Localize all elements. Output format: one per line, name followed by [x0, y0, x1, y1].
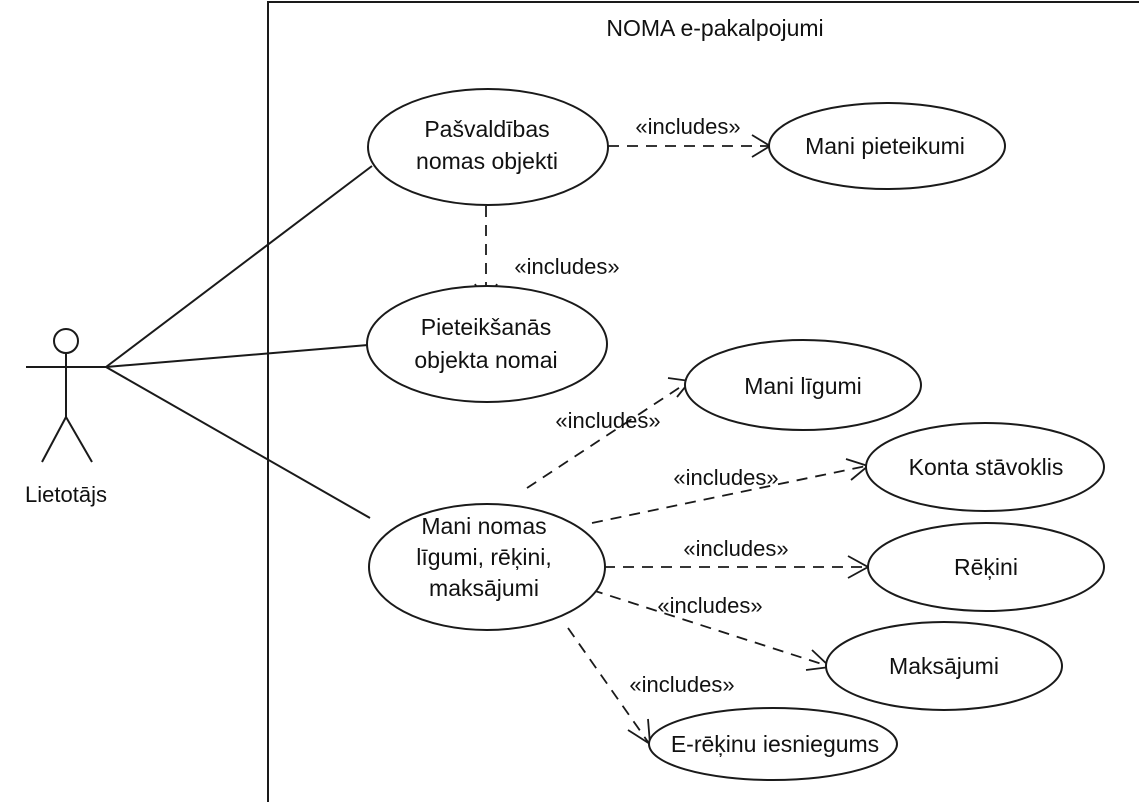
- actor-right-leg: [65, 416, 93, 463]
- include-label-maksajumi: «includes»: [657, 593, 762, 618]
- use-case-mani-nomas-line-1: Mani nomas: [421, 513, 546, 539]
- association-mani-nomas: [105, 366, 371, 519]
- actor-left-leg: [41, 416, 67, 463]
- use-case-mani-pieteikumi[interactable]: Mani pieteikumi: [768, 102, 1006, 190]
- use-case-pasvaldibas[interactable]: Pašvaldības nomas objekti: [367, 88, 609, 206]
- include-label-konta-stavoklis: «includes»: [673, 465, 778, 490]
- actor-label: Lietotājs: [25, 482, 107, 507]
- actor-head: [53, 328, 79, 354]
- use-case-e-rekinu-line-1: E-rēķinu iesniegums: [671, 731, 879, 757]
- use-case-mani-ligumi[interactable]: Mani līgumi: [684, 339, 922, 431]
- use-case-mani-nomas-line-2: līgumi, rēķini,: [416, 544, 551, 570]
- use-case-maksajumi-line-1: Maksājumi: [889, 653, 999, 679]
- include-label-mani-ligumi: «includes»: [555, 408, 660, 433]
- use-case-pieteiksanas[interactable]: Pieteikšanās objekta nomai: [366, 285, 608, 403]
- use-case-rekini-line-1: Rēķini: [954, 554, 1018, 580]
- use-case-rekini[interactable]: Rēķini: [867, 522, 1105, 612]
- actor-figure: [26, 328, 108, 463]
- include-label-pieteiksanas: «includes»: [514, 254, 619, 279]
- include-arrowhead-konta-stavoklis: [845, 458, 870, 481]
- include-label-rekini: «includes»: [683, 536, 788, 561]
- system-boundary: [267, 1, 1139, 802]
- include-line-maksajumi: [591, 589, 829, 667]
- use-case-mani-nomas[interactable]: Mani nomas līgumi, rēķini, maksājumi: [368, 503, 606, 631]
- include-label-mani-pieteikumi: «includes»: [635, 114, 740, 139]
- use-case-pasvaldibas-line-1: Pašvaldības: [424, 116, 549, 142]
- use-case-pasvaldibas-line-2: nomas objekti: [416, 148, 558, 174]
- use-case-pieteiksanas-line-2: objekta nomai: [414, 347, 557, 373]
- include-line-konta-stavoklis: [591, 465, 867, 524]
- use-case-mani-nomas-line-3: maksājumi: [429, 575, 539, 601]
- include-line-mani-ligumi: [526, 381, 689, 489]
- use-case-mani-ligumi-line-1: Mani līgumi: [744, 373, 862, 399]
- use-case-konta-stavoklis-line-1: Konta stāvoklis: [909, 454, 1064, 480]
- use-case-e-rekinu[interactable]: E-rēķinu iesniegums: [648, 707, 898, 781]
- include-line-e-rekinu: [567, 627, 649, 743]
- association-pasvaldibas: [105, 165, 373, 368]
- system-title: NOMA e-pakalpojumi: [606, 15, 823, 41]
- include-label-e-rekinu: «includes»: [629, 672, 734, 697]
- use-case-mani-pieteikumi-line-1: Mani pieteikumi: [805, 133, 965, 159]
- use-case-pieteiksanas-line-1: Pieteikšanās: [421, 314, 551, 340]
- association-pieteiksanas: [105, 344, 369, 368]
- use-case-konta-stavoklis[interactable]: Konta stāvoklis: [865, 422, 1105, 512]
- use-case-maksajumi[interactable]: Maksājumi: [825, 621, 1063, 711]
